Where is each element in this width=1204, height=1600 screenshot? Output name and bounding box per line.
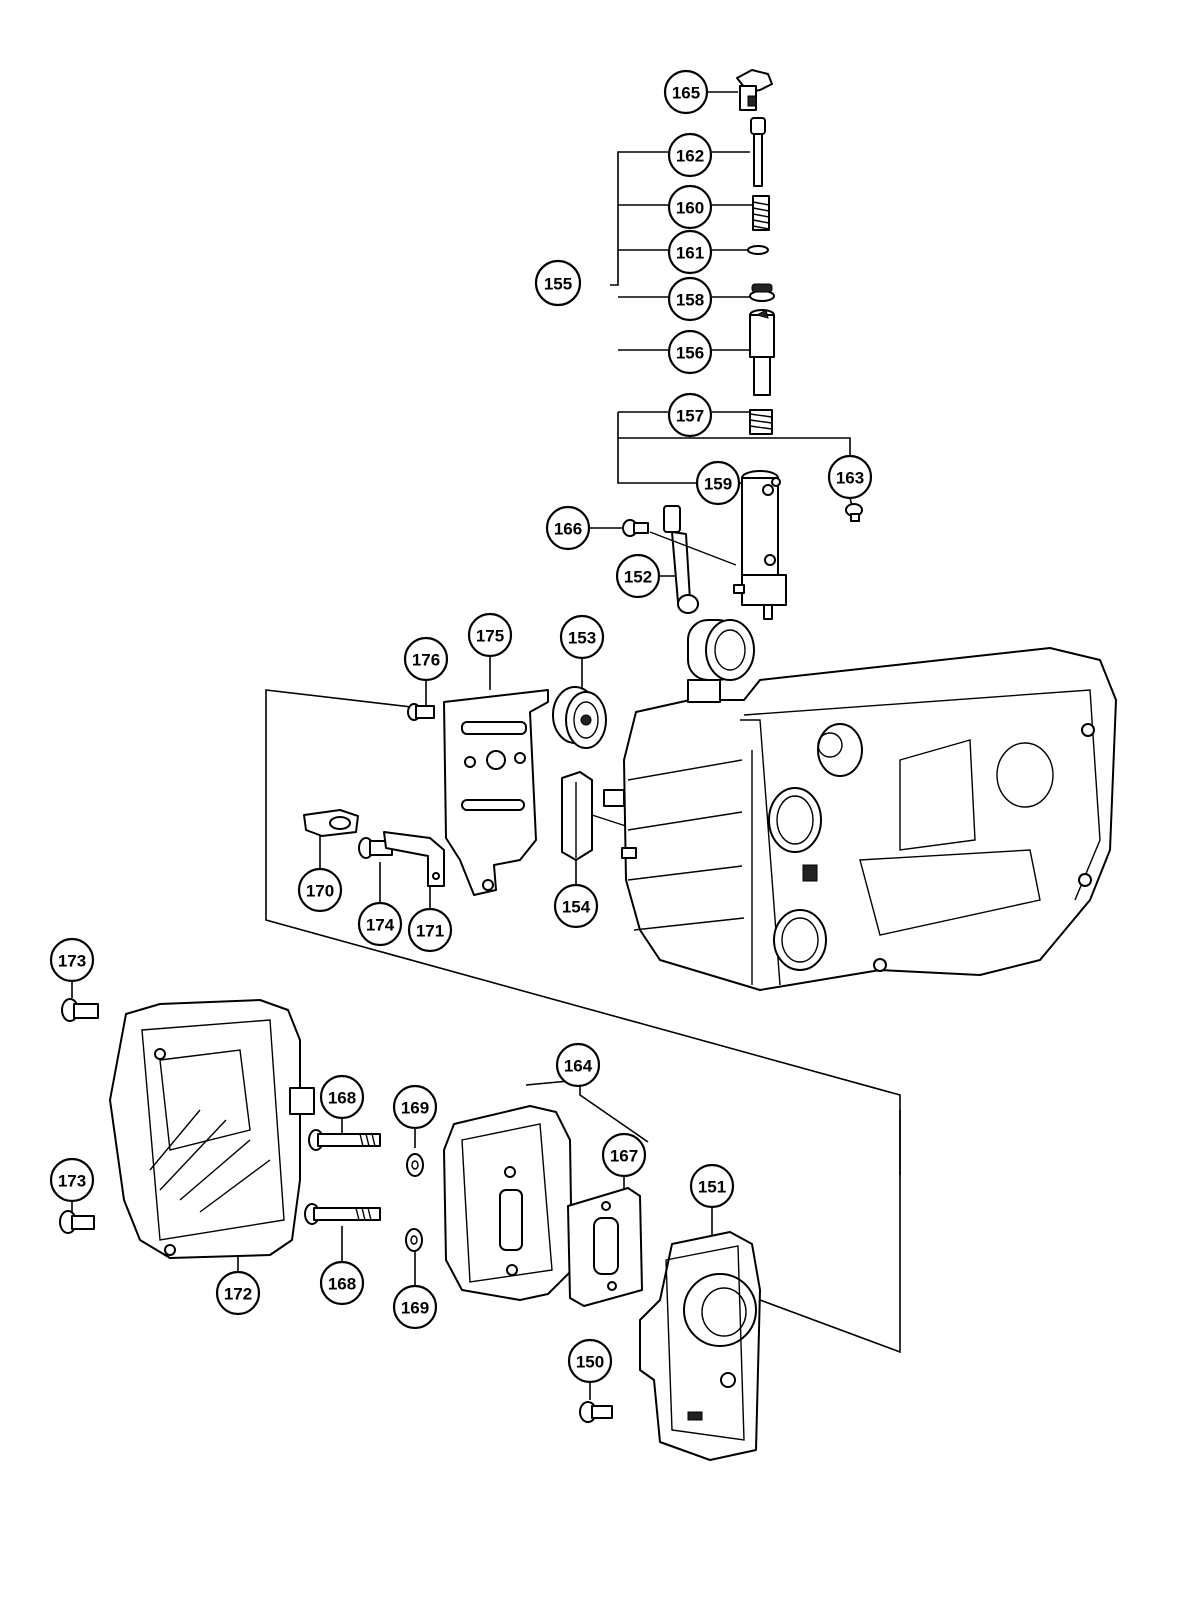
svg-text:174: 174 [366, 916, 395, 935]
callout-156: 156 [667, 329, 713, 375]
part-164-muffler [443, 1105, 573, 1301]
callout-175: 175 [467, 612, 513, 658]
callout-154: 154 [553, 883, 599, 929]
svg-text:161: 161 [676, 244, 704, 263]
callout-163: 163 [827, 454, 873, 500]
svg-text:169: 169 [401, 1299, 429, 1318]
svg-text:168: 168 [328, 1089, 356, 1108]
svg-text:156: 156 [676, 344, 704, 363]
part-167-gasket [567, 1187, 643, 1307]
part-169-washer-bottom [405, 1228, 423, 1252]
part-159-pump-body [733, 470, 787, 620]
svg-text:152: 152 [624, 568, 652, 587]
svg-text:173: 173 [58, 1172, 86, 1191]
svg-text:169: 169 [401, 1099, 429, 1118]
callout-153: 153 [559, 614, 605, 660]
callout-151: 151 [689, 1163, 735, 1209]
part-154-pad [561, 771, 633, 861]
part-151-side-cover [639, 1231, 761, 1461]
part-161-washer [747, 245, 769, 255]
svg-text:173: 173 [58, 952, 86, 971]
callout-164: 164 [555, 1042, 601, 1088]
part-163-screw [845, 503, 863, 522]
svg-text:162: 162 [676, 147, 704, 166]
svg-text:166: 166 [554, 520, 582, 539]
callout-170: 170 [297, 867, 343, 913]
svg-text:155: 155 [544, 275, 572, 294]
callout-150: 150 [567, 1338, 613, 1384]
svg-text:165: 165 [672, 84, 700, 103]
callout-157: 157 [667, 392, 713, 438]
part-162-rod [750, 117, 766, 187]
part-156-cylinder [749, 309, 775, 396]
callout-168-bottom: 168 [319, 1260, 365, 1306]
callout-176: 176 [403, 636, 449, 682]
callout-166: 166 [545, 505, 591, 551]
svg-text:153: 153 [568, 629, 596, 648]
part-158-seal [749, 283, 775, 302]
callout-152: 152 [615, 553, 661, 599]
callout-173-bottom: 173 [49, 1157, 95, 1203]
callout-169-top: 169 [392, 1084, 438, 1130]
svg-text:160: 160 [676, 199, 704, 218]
svg-text:164: 164 [564, 1057, 593, 1076]
part-150-screw [579, 1401, 613, 1423]
svg-text:170: 170 [306, 882, 334, 901]
part-165-knob [736, 69, 773, 111]
callout-174: 174 [357, 901, 403, 947]
part-157-spring [749, 409, 773, 435]
callout-158: 158 [667, 276, 713, 322]
part-166-screw [622, 519, 649, 537]
svg-text:175: 175 [476, 627, 504, 646]
part-172-muffler-cover [109, 999, 315, 1259]
part-169-washer-top [406, 1153, 424, 1177]
part-168-bolt-top [308, 1129, 381, 1151]
part-176-screw [407, 703, 435, 721]
leader-lines [71, 91, 901, 1400]
svg-text:151: 151 [698, 1178, 726, 1197]
svg-text:176: 176 [412, 651, 440, 670]
callout-160: 160 [667, 184, 713, 230]
callout-173-top: 173 [49, 937, 95, 983]
svg-text:163: 163 [836, 469, 864, 488]
svg-text:172: 172 [224, 1285, 252, 1304]
callout-169-bottom: 169 [392, 1284, 438, 1330]
svg-text:167: 167 [610, 1147, 638, 1166]
svg-text:157: 157 [676, 407, 704, 426]
part-crankcase-housing [603, 619, 1117, 991]
svg-text:171: 171 [416, 922, 444, 941]
part-152-lever [649, 505, 737, 614]
callout-165: 165 [663, 69, 709, 115]
part-171-bracket [383, 831, 445, 887]
svg-text:168: 168 [328, 1275, 356, 1294]
part-173-screw-bottom [59, 1210, 95, 1234]
callout-168-top: 168 [319, 1074, 365, 1120]
callout-167: 167 [601, 1132, 647, 1178]
callout-159: 159 [695, 460, 741, 506]
callout-bubbles: 165 162 160 161 155 158 156 157 163 159 … [49, 69, 873, 1384]
part-170-block [303, 809, 359, 837]
svg-text:159: 159 [704, 475, 732, 494]
callout-155: 155 [534, 259, 582, 307]
callout-171: 171 [407, 907, 453, 953]
svg-text:150: 150 [576, 1353, 604, 1372]
part-173-screw-top [61, 998, 99, 1022]
part-160-spring [752, 195, 770, 231]
part-175-guide-plate [443, 689, 549, 896]
svg-text:158: 158 [676, 291, 704, 310]
svg-text:154: 154 [562, 898, 591, 917]
callout-162: 162 [667, 132, 713, 178]
parts [59, 69, 1117, 1461]
part-168-bolt-bottom [304, 1203, 381, 1225]
callout-172: 172 [215, 1270, 261, 1316]
callout-161: 161 [667, 229, 713, 275]
part-153-bushing [552, 686, 607, 749]
